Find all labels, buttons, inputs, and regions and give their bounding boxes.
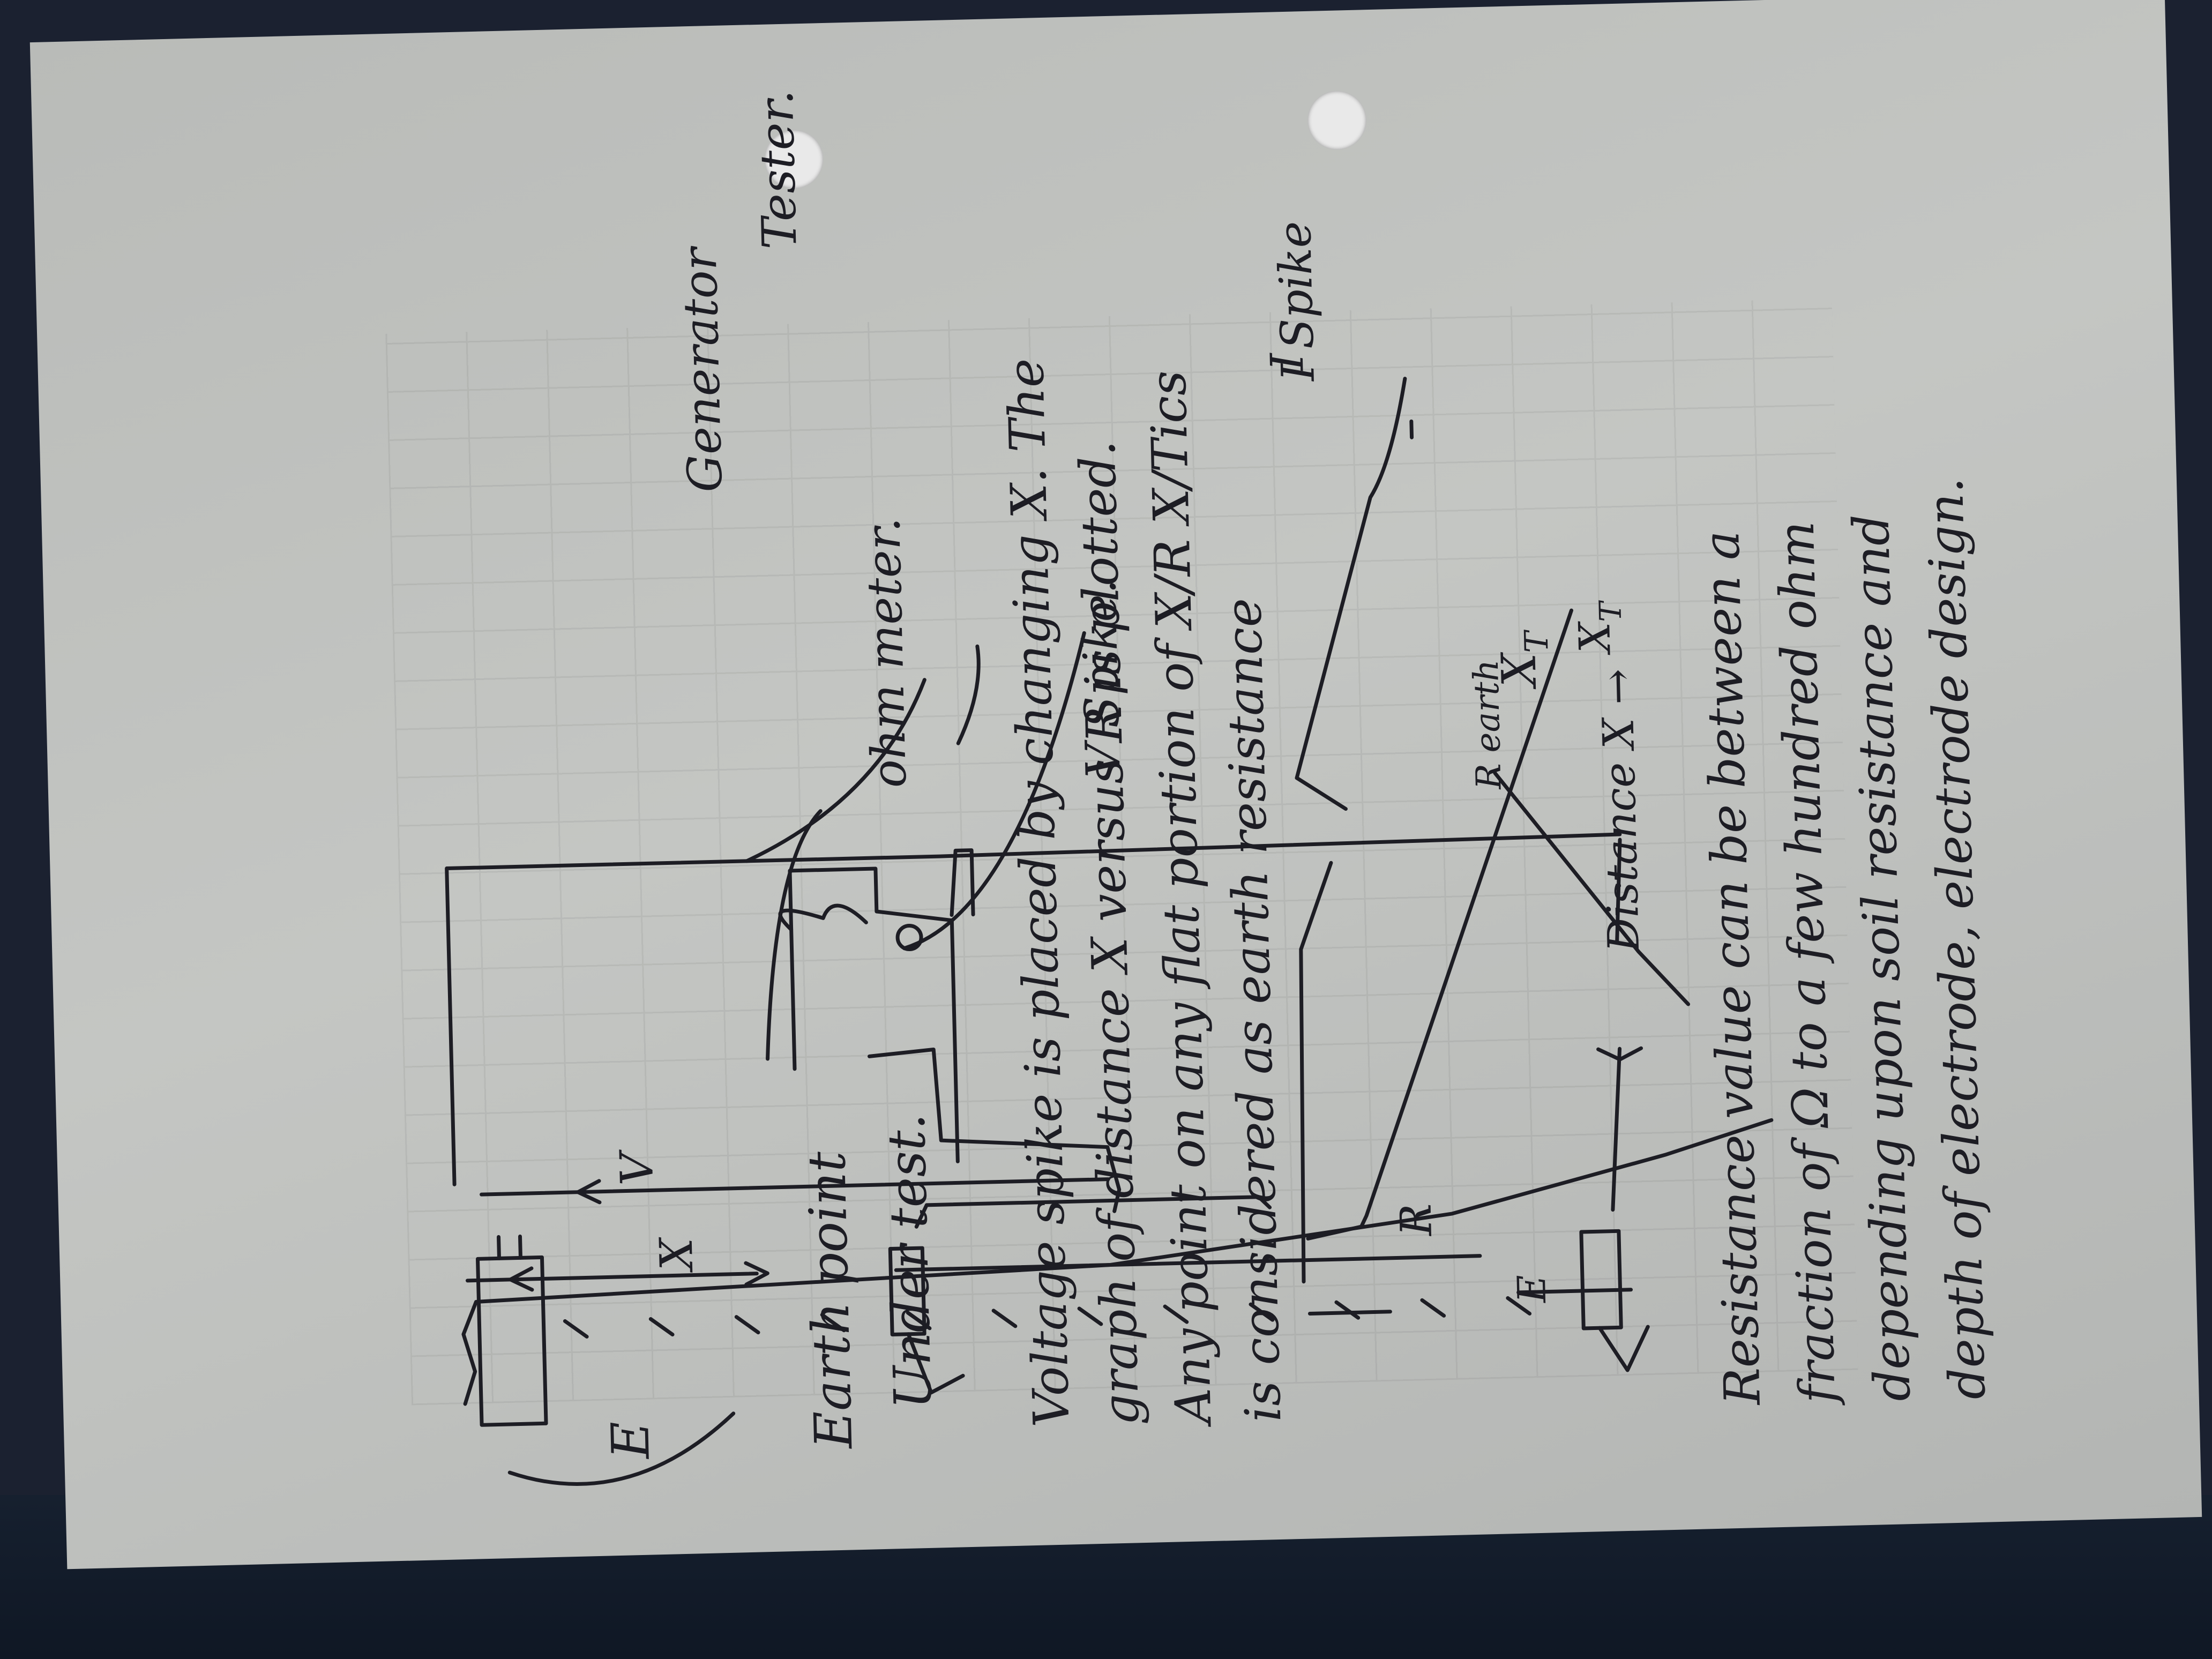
e-bracket xyxy=(507,1411,736,1486)
caption-line-2: Under test. xyxy=(876,1113,944,1410)
paper-sheet: Tester. Generator ohm meter. E X V I I S… xyxy=(29,0,2202,1570)
tester-label: Tester. xyxy=(748,89,807,250)
handwritten-notes: Tester. Generator ohm meter. E X V I I S… xyxy=(30,0,2202,1569)
dimension-arrows xyxy=(465,1177,1482,1292)
v-spike-label: V Spike. xyxy=(1071,579,1131,778)
v-label: V xyxy=(610,1148,664,1186)
earth-e-label: E xyxy=(600,1421,661,1461)
ohm-meter-label: ohm meter. xyxy=(855,517,917,789)
i-label: I xyxy=(1261,352,1314,372)
generator-label: Generator xyxy=(671,244,733,492)
xt-label: XT xyxy=(1490,629,1557,691)
pointer-lines xyxy=(745,631,1086,1061)
circuit-diagram: Tester. Generator ohm meter. E X V I I S… xyxy=(445,89,1774,1486)
voltage-spike-electrode xyxy=(888,1246,965,1395)
i-spike-label: I Spike xyxy=(1268,221,1325,383)
current-spike-electrode xyxy=(1579,1229,1650,1372)
x-label: X xyxy=(650,1236,704,1274)
earth-electrode xyxy=(475,1234,548,1427)
caption-line-1: Earth point xyxy=(796,1150,864,1449)
